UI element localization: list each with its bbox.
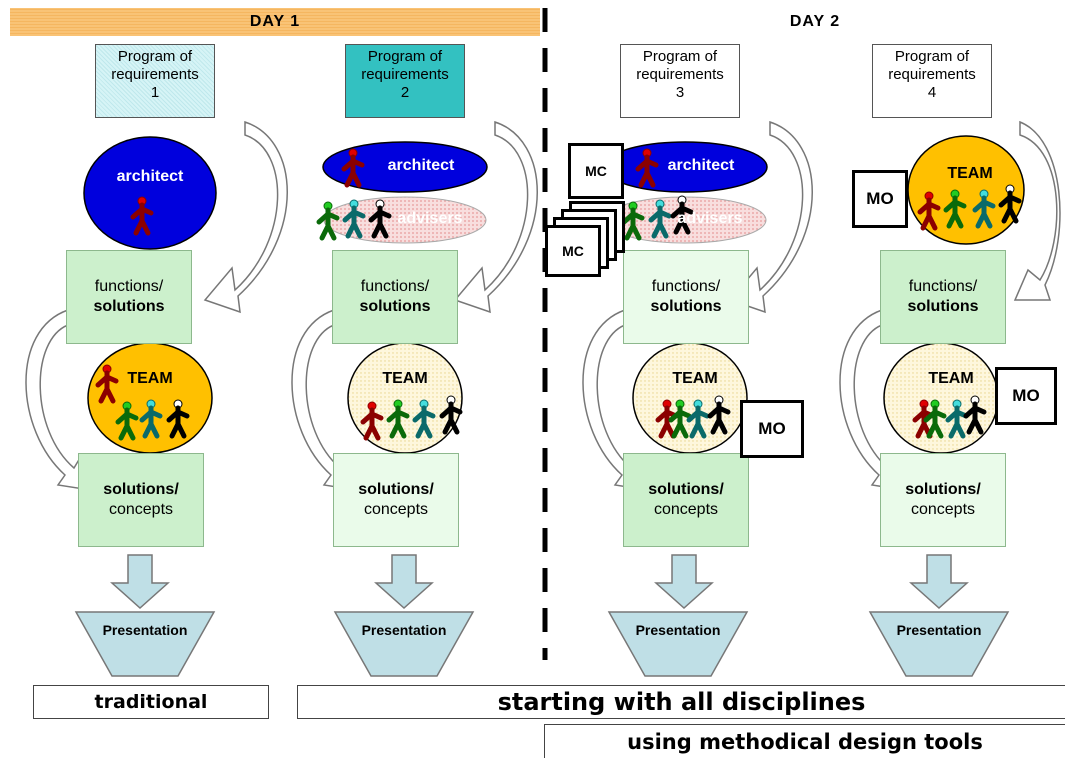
solutions-box-4: solutions/ concepts — [880, 453, 1006, 547]
mo-box: MO — [852, 170, 908, 228]
advisers-label: advisers — [677, 210, 743, 227]
architect-label: architect — [387, 157, 455, 174]
down-arrow-icon — [374, 554, 434, 610]
solutions-label: solutions/ — [103, 481, 179, 498]
requirements-title: Program of requirements — [888, 48, 976, 83]
down-arrow-icon — [654, 554, 714, 610]
solutions-label: solutions/ — [905, 481, 981, 498]
mc-box: MC — [568, 143, 624, 199]
curved-arrow-icon — [25, 308, 92, 491]
presentation-label: Presentation — [102, 622, 188, 638]
solutions-label: solutions/ — [648, 481, 724, 498]
mc-box: MC — [545, 225, 601, 277]
architect-label: architect — [667, 157, 735, 174]
solutions-box-1: solutions/ concepts — [78, 453, 204, 547]
solutions-box-3: solutions/ concepts — [623, 453, 749, 547]
advisers-label: advisers — [397, 210, 463, 227]
architect-label: architect — [116, 168, 184, 185]
requirements-number: 4 — [927, 84, 937, 101]
requirements-title: Program of requirements — [636, 48, 724, 83]
down-arrow-icon — [110, 554, 170, 610]
team-ellipse — [87, 342, 213, 454]
solutions-box-2: solutions/ concepts — [333, 453, 459, 547]
functions-box-4: functions/ solutions — [880, 250, 1006, 344]
requirements-title: Program of requirements — [361, 48, 449, 83]
architect-ellipse — [322, 141, 488, 193]
presentation-funnel — [333, 611, 475, 677]
requirements-number: 1 — [150, 84, 160, 101]
down-arrow-icon — [909, 554, 969, 610]
concepts-label: concepts — [910, 501, 976, 518]
presentation-funnel — [74, 611, 216, 677]
requirements-box-2: Program of requirements 2 — [345, 44, 465, 118]
requirements-title: Program of requirements — [111, 48, 199, 83]
curved-arrow-icon — [1013, 120, 1061, 301]
team-label: TEAM — [947, 165, 993, 182]
team-label: TEAM — [382, 370, 428, 387]
requirements-number: 2 — [400, 84, 410, 101]
presentation-funnel — [607, 611, 749, 677]
requirements-box-4: Program of requirements 4 — [872, 44, 992, 118]
solutions-label: solutions — [907, 298, 979, 315]
presentation-label: Presentation — [635, 622, 721, 638]
presentation-label: Presentation — [896, 622, 982, 638]
day1-header: DAY 1 — [10, 8, 540, 36]
team-label: TEAM — [672, 370, 718, 387]
functions-label: functions/ — [360, 278, 430, 295]
requirements-number: 3 — [675, 84, 685, 101]
curved-arrow-icon — [203, 120, 288, 314]
all-disciplines-caption: starting with all disciplines — [297, 685, 1065, 719]
architect-ellipse — [83, 136, 217, 250]
concepts-label: concepts — [653, 501, 719, 518]
mo-box: MO — [995, 367, 1057, 425]
functions-box-2: functions/ solutions — [332, 250, 458, 344]
solutions-label: solutions — [650, 298, 722, 315]
day2-header: DAY 2 — [789, 13, 841, 30]
functions-box-3: functions/ solutions — [623, 250, 749, 344]
solutions-label: solutions/ — [358, 481, 434, 498]
concepts-label: concepts — [363, 501, 429, 518]
team-label: TEAM — [928, 370, 974, 387]
requirements-box-1: Program of requirements 1 — [95, 44, 215, 118]
methodical-tools-caption: using methodical design tools — [544, 724, 1065, 758]
functions-box-1: functions/ solutions — [66, 250, 192, 344]
solutions-label: solutions — [93, 298, 165, 315]
concepts-label: concepts — [108, 501, 174, 518]
presentation-funnel — [868, 611, 1010, 677]
presentation-label: Presentation — [361, 622, 447, 638]
curved-arrow-icon — [453, 120, 538, 314]
mo-box: MO — [740, 400, 804, 458]
functions-label: functions/ — [94, 278, 164, 295]
functions-label: functions/ — [908, 278, 978, 295]
requirements-box-3: Program of requirements 3 — [620, 44, 740, 118]
traditional-caption: traditional — [33, 685, 269, 719]
solutions-label: solutions — [359, 298, 431, 315]
functions-label: functions/ — [651, 278, 721, 295]
team-ellipse — [907, 135, 1025, 245]
team-label: TEAM — [127, 370, 173, 387]
